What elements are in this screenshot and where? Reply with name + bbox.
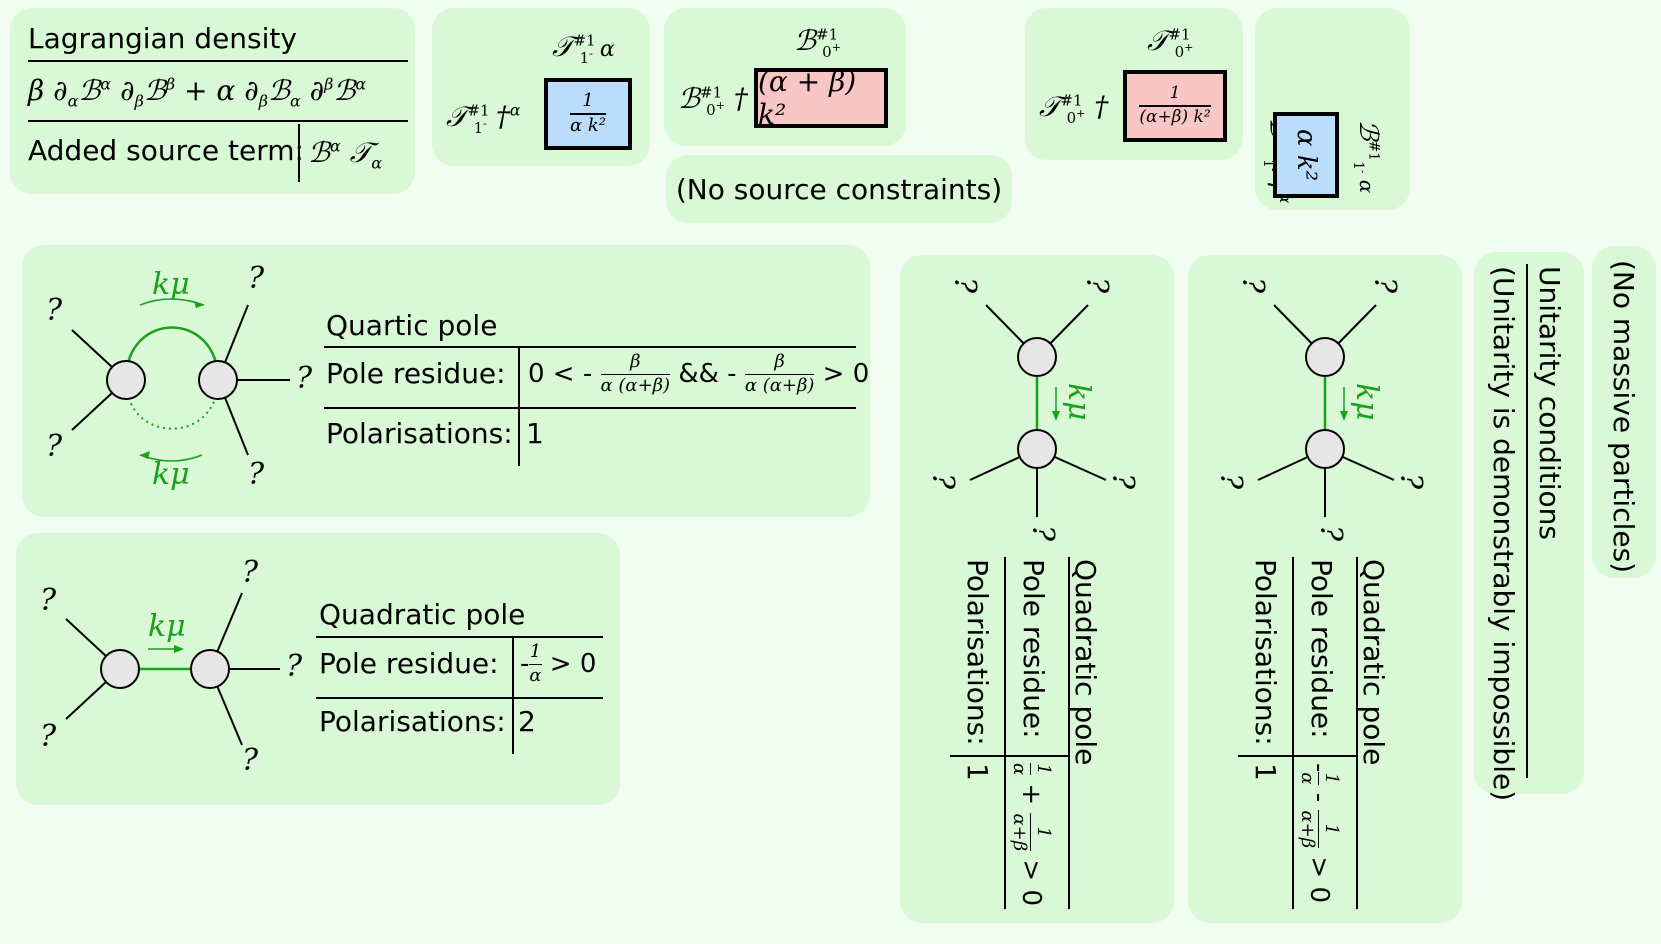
divider [324,346,856,348]
question-mark: ? [1313,525,1348,542]
propagator-box: α k² [1273,112,1339,198]
momentum-label: kμ [148,609,186,644]
propagator-box: (α + β) k² [754,65,888,131]
quartic-pole-panel: kμ kμ ? ? ? ? ? Quartic pole Pole residu… [22,245,870,517]
divider [1292,557,1294,909]
question-mark: ? [40,583,57,618]
column-source-label: ℬ#10+ [794,24,841,61]
polarisations-value: 2 [518,705,536,738]
source-label: Added source term: [28,134,304,167]
propagator-spin0-plus-T: 𝒯#10+ 𝒯#10+ † 1(α+β) k² [1025,8,1243,160]
question-mark: ? [296,361,313,396]
pole-title: Quadratic pole [319,598,526,631]
question-mark: ? [1079,277,1114,294]
momentum-label: kμ [152,457,190,492]
polarisations-value: 1 [526,417,544,450]
lagrangian-panel: Lagrangian density β ∂αℬα ∂βℬβ + α ∂βℬα … [10,8,415,194]
divider [1068,557,1070,909]
divider [1356,557,1358,909]
pole-title: Quadratic pole [1357,559,1390,766]
question-mark: ? [248,457,265,492]
divider [1004,557,1006,909]
question-mark: ? [46,429,63,464]
quadratic-diagram [1257,304,1395,517]
polarisations-label: Polarisations: [961,559,994,746]
pole-title: Quadratic pole [1069,559,1102,766]
divider [316,636,603,638]
question-mark: ? [1025,525,1060,542]
polarisations-value: 1 [961,763,994,781]
divider [1526,264,1528,778]
quadratic-diagram [65,592,280,746]
question-mark: ? [286,649,303,684]
divider [518,346,520,466]
source-term: ℬα 𝒯α [308,136,382,173]
divider [298,124,300,182]
divider [1238,755,1358,757]
question-mark: ? [1213,473,1248,490]
momentum-label: kμ [1349,383,1384,421]
residue-label: Pole residue: [326,357,506,390]
question-mark: ? [947,277,982,294]
propagator-spin1-minus-B: ℬ#11- †α α k² ℬ#11- α [1255,8,1410,210]
polarisations-label: Polarisations: [326,417,513,450]
quadratic-pole-panel: kμ ? ? ? ? ? Quadratic pole Pole residue… [16,533,620,805]
unitarity-title: Unitarity conditions [1533,266,1566,540]
row-field-label: 𝒯#11- †α [446,100,521,137]
quadratic-pole-panel-rotated-1: kμ ? ? ? ? ? Quadratic pole Pole residue… [900,255,1174,923]
divider [28,120,408,122]
pole-title: Quartic pole [326,309,498,342]
lagrangian-title: Lagrangian density [28,22,297,55]
polarisations-label: Polarisations: [1249,559,1282,746]
polarisations-label: Polarisations: [319,705,506,738]
quadratic-pole-panel-rotated-2: kμ ? ? ? ? ? Quadratic pole Pole residue… [1188,255,1462,923]
lagrangian-expression: β ∂αℬα ∂βℬβ + α ∂βℬα ∂βℬα [28,74,367,111]
quartic-diagram [71,298,290,462]
unitarity-panel: Unitarity conditions (Unitarity is demon… [1474,252,1584,801]
divider [512,636,514,754]
propagator-box: 1(α+β) k² [1123,70,1227,142]
question-mark: ? [242,743,259,778]
polarisations-value: 1 [1249,763,1282,781]
question-mark: ? [1393,473,1428,490]
question-mark: ? [40,719,57,754]
question-mark: ? [1105,473,1140,490]
residue-label: Pole residue: [1305,559,1338,739]
divider [324,407,856,409]
quadratic-diagram [969,304,1107,517]
question-mark: ? [1367,277,1402,294]
row-field-label: 𝒯#10+ † [1039,90,1109,127]
question-mark: ? [1235,277,1270,294]
residue-label: Pole residue: [1017,559,1050,739]
question-mark: ? [925,473,960,490]
question-mark: ? [46,293,63,328]
residue-label: Pole residue: [319,647,499,680]
divider [950,755,1070,757]
unitarity-value: (Unitarity is demonstrably impossible) [1487,266,1520,802]
divider [28,60,408,62]
column-source-label: 𝒯#10+ [1147,24,1194,61]
massive-particles-panel: (No massive particles) [1592,246,1656,578]
momentum-label: kμ [152,267,190,302]
divider [316,697,603,699]
source-constraints: (No source constraints) [666,155,1012,223]
column-source-label: 𝒯#11- α [552,30,615,67]
row-field-label: ℬ#10+ † [678,82,748,119]
row-field-label: ℬ#11- α [1349,120,1383,194]
momentum-label: kμ [1061,383,1096,421]
question-mark: ? [248,261,265,296]
massive-particles: (No massive particles) [1607,260,1640,574]
propagator-spin0-plus-B: ℬ#10+ ℬ#10+ † (α + β) k² [664,8,906,146]
question-mark: ? [242,555,259,590]
